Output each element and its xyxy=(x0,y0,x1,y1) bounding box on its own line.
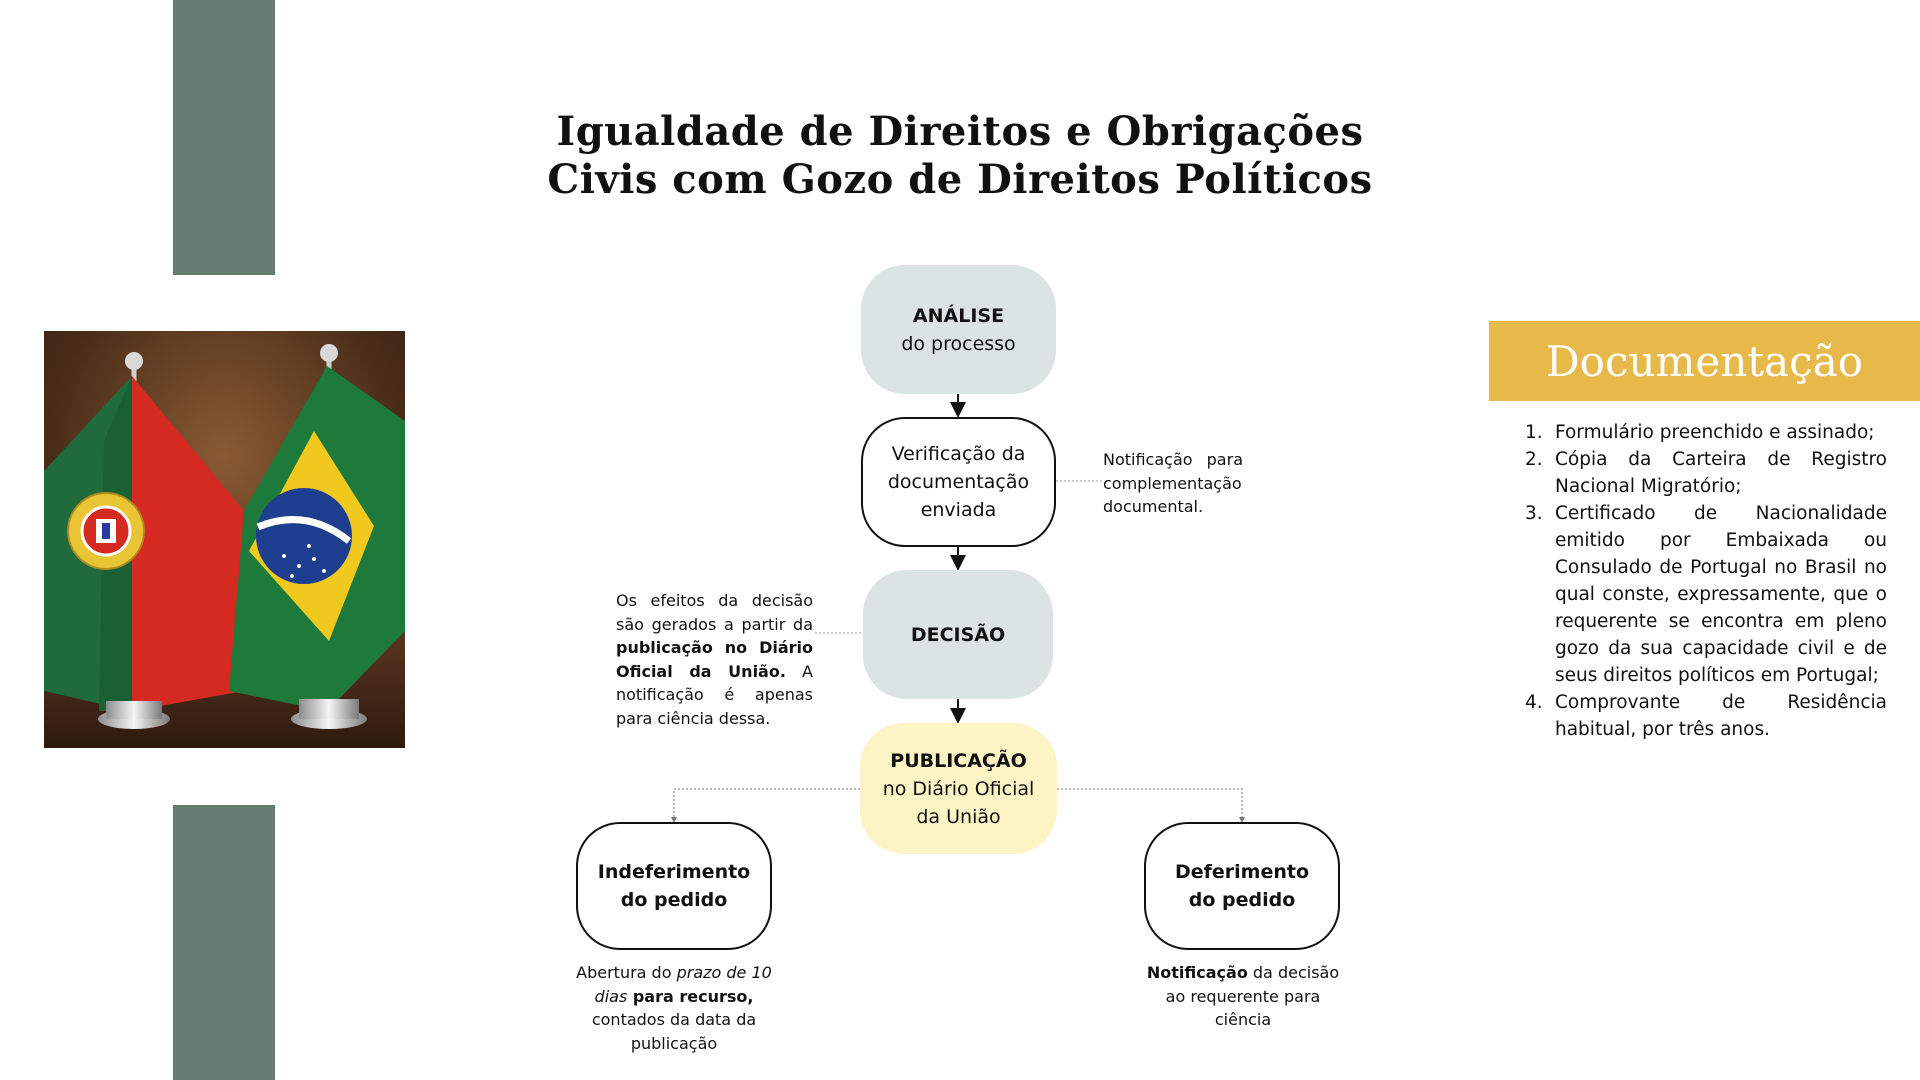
node-publicacao-title: PUBLICAÇÃO xyxy=(890,749,1027,772)
list-item-text: Formulário preenchido e assinado; xyxy=(1555,422,1875,443)
documentacao-header: Documentação xyxy=(1489,321,1920,401)
node-verificacao-line-2: documentação xyxy=(887,471,1030,493)
node-indeferimento: Indeferimento do pedido xyxy=(576,822,772,950)
page-title-line-1: Igualdade de Direitos e Obrigações xyxy=(556,108,1364,155)
node-analise-title: ANÁLISE xyxy=(912,304,1005,327)
list-item: 2. Cópia da Carteira de Registro Nacional… xyxy=(1525,446,1887,500)
list-item-number: 3. xyxy=(1525,503,1543,524)
documentacao-list: 1. Formulário preenchido e assinado; 2. Có… xyxy=(1525,419,1887,743)
page-title-line-2: Civis com Gozo de Direitos Políticos xyxy=(547,156,1373,203)
note-indeferimento-bold: para recurso, xyxy=(627,986,754,1006)
node-decisao: DECISÃO xyxy=(863,570,1053,699)
list-item-number: 2. xyxy=(1525,449,1543,470)
note-indeferimento-part1: Abertura do xyxy=(576,963,677,982)
list-item-text: Cópia da Carteira de Registro Nacional M… xyxy=(1555,449,1887,497)
note-decisao: Os efeitos da decisão são gerados a part… xyxy=(616,589,813,730)
list-item: 3. Certificado de Nacionalidade emitido p… xyxy=(1525,500,1887,689)
connector-publicacao-indeferimento xyxy=(671,788,860,823)
note-decisao-part1: Os efeitos da decisão são gerados a part… xyxy=(616,591,813,634)
note-indeferimento-italic: prazo de 10 dias xyxy=(594,963,772,1006)
node-publicacao-line-2: da União xyxy=(916,805,1001,828)
list-item-text: Certificado de Nacionalidade emitido por… xyxy=(1555,503,1887,686)
note-indeferimento: Abertura do prazo de 10 dias para recurs… xyxy=(574,961,774,1055)
node-decisao-title: DECISÃO xyxy=(910,623,1006,646)
portugal-flag-icon xyxy=(44,352,244,711)
note-deferimento-part1: da decisão ao requerente para ciência xyxy=(1165,963,1340,1029)
node-deferimento-line-2: do pedido xyxy=(1188,889,1296,911)
node-deferimento-line-1: Deferimento xyxy=(1174,861,1310,883)
node-publicacao-line-1: no Diário Oficial xyxy=(882,777,1035,800)
note-indeferimento-part2: contados da data da publicação xyxy=(591,1010,757,1053)
note-verificacao: Notificação para complementação document… xyxy=(1103,450,1243,516)
list-item-text: Comprovante de Residência habitual, por … xyxy=(1555,692,1887,740)
decorative-bar-top xyxy=(173,0,275,275)
decorative-bar-bottom xyxy=(173,805,275,1080)
node-verificacao-line-1: Verificação da xyxy=(891,443,1026,465)
brazil-flag-icon xyxy=(229,344,405,711)
flags-photo xyxy=(44,331,405,748)
note-deferimento: Notificação da decisão ao requerente par… xyxy=(1140,961,1346,1032)
node-indeferimento-line-1: Indeferimento xyxy=(597,861,751,883)
node-verificacao-line-3: enviada xyxy=(920,499,997,521)
list-item: 4. Comprovante de Residência habitual, po… xyxy=(1525,689,1887,743)
node-verificacao: Verificação da documentação enviada xyxy=(861,417,1056,547)
node-deferimento: Deferimento do pedido xyxy=(1144,822,1340,950)
node-indeferimento-line-2: do pedido xyxy=(620,889,728,911)
node-analise: ANÁLISE do processo xyxy=(861,265,1056,394)
node-analise-text: do processo xyxy=(901,332,1016,355)
list-item: 1. Formulário preenchido e assinado; xyxy=(1525,419,1887,446)
connector-publicacao-deferimento xyxy=(1057,788,1245,823)
list-item-number: 1. xyxy=(1525,422,1543,443)
node-publicacao: PUBLICAÇÃO no Diário Oficial da União xyxy=(860,723,1057,854)
page-title: Igualdade de Direitos e Obrigações Civis… xyxy=(510,108,1410,204)
note-deferimento-bold: Notificação xyxy=(1146,963,1248,982)
list-item-number: 4. xyxy=(1525,692,1543,713)
note-decisao-part2: A notificação é apenas para ciência dess… xyxy=(616,661,813,728)
documentacao-header-text: Documentação xyxy=(1545,336,1864,386)
note-decisao-bold: publicação no Diário Oficial da União. xyxy=(616,638,813,681)
